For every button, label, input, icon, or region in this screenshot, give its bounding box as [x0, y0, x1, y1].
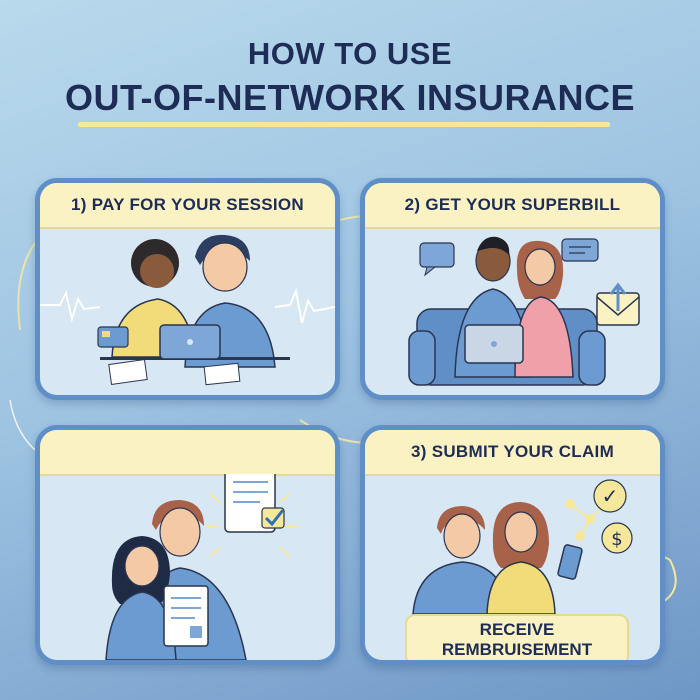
man-figure	[412, 506, 510, 615]
woman-figure	[105, 536, 177, 660]
step-3-header: 3) SUBMIT YOUR CLAIM	[365, 430, 660, 476]
woman-figure	[486, 502, 556, 615]
phone-icon	[557, 544, 583, 580]
step-2-panel: 2) GET YOUR SUPERBILL	[360, 178, 665, 400]
title-underline	[78, 122, 610, 127]
envelope-upload-icon	[596, 282, 640, 326]
couple-submitting-claim-illustration: ✓ $	[412, 479, 633, 615]
svg-text:✓: ✓	[602, 484, 619, 508]
step-3-panel: 3) SUBMIT YOUR CLAIM ✓ $	[360, 425, 665, 665]
couple-with-document-illustration	[105, 474, 298, 660]
check-circle-icon: ✓	[593, 479, 627, 513]
receive-line-2: REMBRUISEMENT	[441, 640, 593, 659]
couple-on-sofa-illustration	[408, 236, 640, 386]
receive-line-1: RECEIVE	[479, 620, 555, 639]
step-1-panel: 1) PAY FOR YOUR SESSION	[35, 178, 340, 400]
step-receive-bill-panel	[35, 425, 340, 665]
step-3-blank-header	[40, 430, 335, 476]
step-1-heading: 1) PAY FOR YOUR SESSION	[70, 195, 304, 214]
page-title-line-1: HOW TO USE	[247, 36, 453, 71]
dollar-circle-icon: $	[601, 522, 633, 554]
step-2-heading: 2) GET YOUR SUPERBILL	[404, 195, 621, 214]
step-2-header: 2) GET YOUR SUPERBILL	[365, 183, 660, 229]
couple-paying-illustration	[40, 234, 335, 386]
page-title-line-2: OUT-OF-NETWORK INSURANCE	[65, 77, 635, 118]
receive-reimbursement-banner: RECEIVE REMBRUISEMENT	[405, 614, 629, 660]
laptop-icon	[464, 324, 524, 364]
step-1-header: 1) PAY FOR YOUR SESSION	[40, 183, 335, 229]
svg-text:$: $	[611, 529, 622, 550]
sparkle-lines	[205, 493, 298, 557]
chat-bubble-icon	[419, 238, 599, 277]
heartbeat-line	[40, 290, 101, 323]
receipt-icon	[108, 359, 241, 386]
document-icon	[163, 585, 209, 647]
credit-card-icon	[97, 326, 129, 348]
step-3-heading: 3) SUBMIT YOUR CLAIM	[410, 442, 615, 461]
laptop-icon	[159, 324, 221, 360]
woman-figure	[514, 240, 574, 378]
clipboard-icon	[224, 474, 285, 533]
